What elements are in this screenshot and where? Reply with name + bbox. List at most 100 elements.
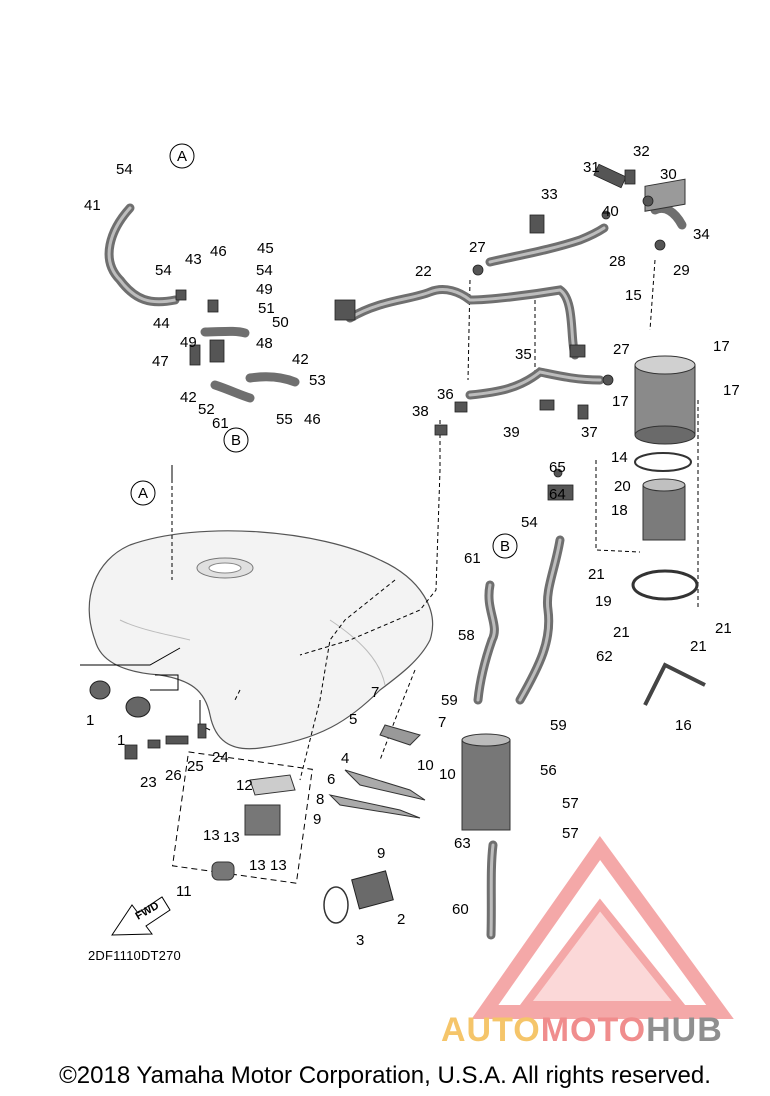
part-number-21: 21 bbox=[588, 566, 605, 583]
callout-b-label: B bbox=[231, 432, 241, 449]
part-number-24: 24 bbox=[212, 749, 229, 766]
part-number-21: 21 bbox=[715, 620, 732, 637]
part-number-46: 46 bbox=[210, 243, 227, 260]
part-number-61: 61 bbox=[212, 415, 229, 432]
part-number-37: 37 bbox=[581, 424, 598, 441]
part-number-36: 36 bbox=[437, 386, 454, 403]
part-number-59: 59 bbox=[550, 717, 567, 734]
part-number-54: 54 bbox=[155, 262, 172, 279]
part-number-38: 38 bbox=[412, 403, 429, 420]
part-number-42: 42 bbox=[180, 389, 197, 406]
plate-4 bbox=[344, 769, 426, 801]
drawing-code: 2DF1110DT270 bbox=[88, 948, 181, 963]
part-number-16: 16 bbox=[675, 717, 692, 734]
part-number-31: 31 bbox=[583, 159, 600, 176]
logo-part-auto: AUTO bbox=[441, 1011, 541, 1049]
part-number-35: 35 bbox=[515, 346, 532, 363]
part-number-64: 64 bbox=[549, 486, 566, 503]
part-number-3: 3 bbox=[356, 932, 364, 949]
part-number-57: 57 bbox=[562, 795, 579, 812]
part-number-23: 23 bbox=[140, 774, 157, 791]
part-number-4: 4 bbox=[341, 750, 349, 767]
callout-a-label: A bbox=[177, 148, 187, 165]
part-number-60: 60 bbox=[452, 901, 469, 918]
part-number-32: 32 bbox=[633, 143, 650, 160]
bracket-16 bbox=[643, 662, 706, 706]
part-number-27: 27 bbox=[613, 341, 630, 358]
sensor-module bbox=[351, 870, 394, 910]
part-number-7: 7 bbox=[371, 684, 379, 701]
part-number-13: 13 bbox=[203, 827, 220, 844]
cap-1b bbox=[125, 696, 151, 718]
part-number-28: 28 bbox=[609, 253, 626, 270]
fuel-pump bbox=[634, 178, 696, 445]
part-number-30: 30 bbox=[660, 166, 677, 183]
part-number-10: 10 bbox=[439, 766, 456, 783]
part-number-19: 19 bbox=[595, 593, 612, 610]
part-number-8: 8 bbox=[316, 791, 324, 808]
part-number-39: 39 bbox=[503, 424, 520, 441]
part-number-49: 49 bbox=[256, 281, 273, 298]
retaining-ring bbox=[631, 569, 699, 601]
part-number-51: 51 bbox=[258, 300, 275, 317]
logo-part-hub: HUB bbox=[646, 1011, 723, 1049]
part-number-20: 20 bbox=[614, 478, 631, 495]
gasket-ring bbox=[634, 452, 692, 472]
part-number-50: 50 bbox=[272, 314, 289, 331]
part-number-9: 9 bbox=[313, 811, 321, 828]
part-number-12: 12 bbox=[236, 777, 253, 794]
part-number-1: 1 bbox=[117, 732, 125, 749]
callout-a-label: A bbox=[138, 485, 148, 502]
part-number-21: 21 bbox=[690, 638, 707, 655]
part-number-52: 52 bbox=[198, 401, 215, 418]
part-number-22: 22 bbox=[415, 263, 432, 280]
strap-3 bbox=[323, 886, 349, 924]
part-number-34: 34 bbox=[693, 226, 710, 243]
hose-highlights bbox=[107, 206, 606, 937]
logo-part-moto: MOTO bbox=[540, 1011, 647, 1049]
part-number-26: 26 bbox=[165, 767, 182, 784]
cap-1a bbox=[89, 680, 111, 700]
part-number-47: 47 bbox=[152, 353, 169, 370]
fwd-arrow: FWD bbox=[111, 896, 171, 936]
part-number-15: 15 bbox=[625, 287, 642, 304]
fuel-filter bbox=[642, 478, 686, 541]
part-number-49: 49 bbox=[180, 334, 197, 351]
part-number-62: 62 bbox=[596, 648, 613, 665]
part-number-45: 45 bbox=[257, 240, 274, 257]
part-number-48: 48 bbox=[256, 335, 273, 352]
part-number-33: 33 bbox=[541, 186, 558, 203]
gasket-12 bbox=[249, 774, 296, 796]
part-number-53: 53 bbox=[309, 372, 326, 389]
part-number-11: 11 bbox=[176, 883, 192, 900]
part-number-2: 2 bbox=[397, 911, 405, 928]
part-number-25: 25 bbox=[187, 758, 204, 775]
part-number-44: 44 bbox=[153, 315, 170, 332]
part-number-13: 13 bbox=[223, 829, 240, 846]
part-number-1: 1 bbox=[86, 712, 94, 729]
watermark-triangle bbox=[471, 835, 734, 1019]
part-number-6: 6 bbox=[327, 771, 335, 788]
part-number-17: 17 bbox=[612, 393, 629, 410]
part-number-65: 65 bbox=[549, 459, 566, 476]
part-number-61: 61 bbox=[464, 550, 481, 567]
part-number-63: 63 bbox=[454, 835, 471, 852]
part-number-41: 41 bbox=[84, 197, 101, 214]
part-number-57: 57 bbox=[562, 825, 579, 842]
strainer-11 bbox=[211, 861, 235, 881]
callout-b-left: B bbox=[223, 427, 249, 453]
part-number-54: 54 bbox=[521, 514, 538, 531]
part-number-54: 54 bbox=[256, 262, 273, 279]
fuel-tank bbox=[88, 530, 434, 750]
part-number-40: 40 bbox=[602, 203, 619, 220]
part-number-42: 42 bbox=[292, 351, 309, 368]
part-number-17: 17 bbox=[713, 338, 730, 355]
plate-8 bbox=[328, 794, 421, 819]
part-number-59: 59 bbox=[441, 692, 458, 709]
watermark-logo: AUTOMOTOHUB bbox=[441, 1011, 723, 1050]
part-number-54: 54 bbox=[116, 161, 133, 178]
callout-b-label: B bbox=[500, 538, 510, 555]
callout-a-mid: A bbox=[130, 480, 156, 506]
